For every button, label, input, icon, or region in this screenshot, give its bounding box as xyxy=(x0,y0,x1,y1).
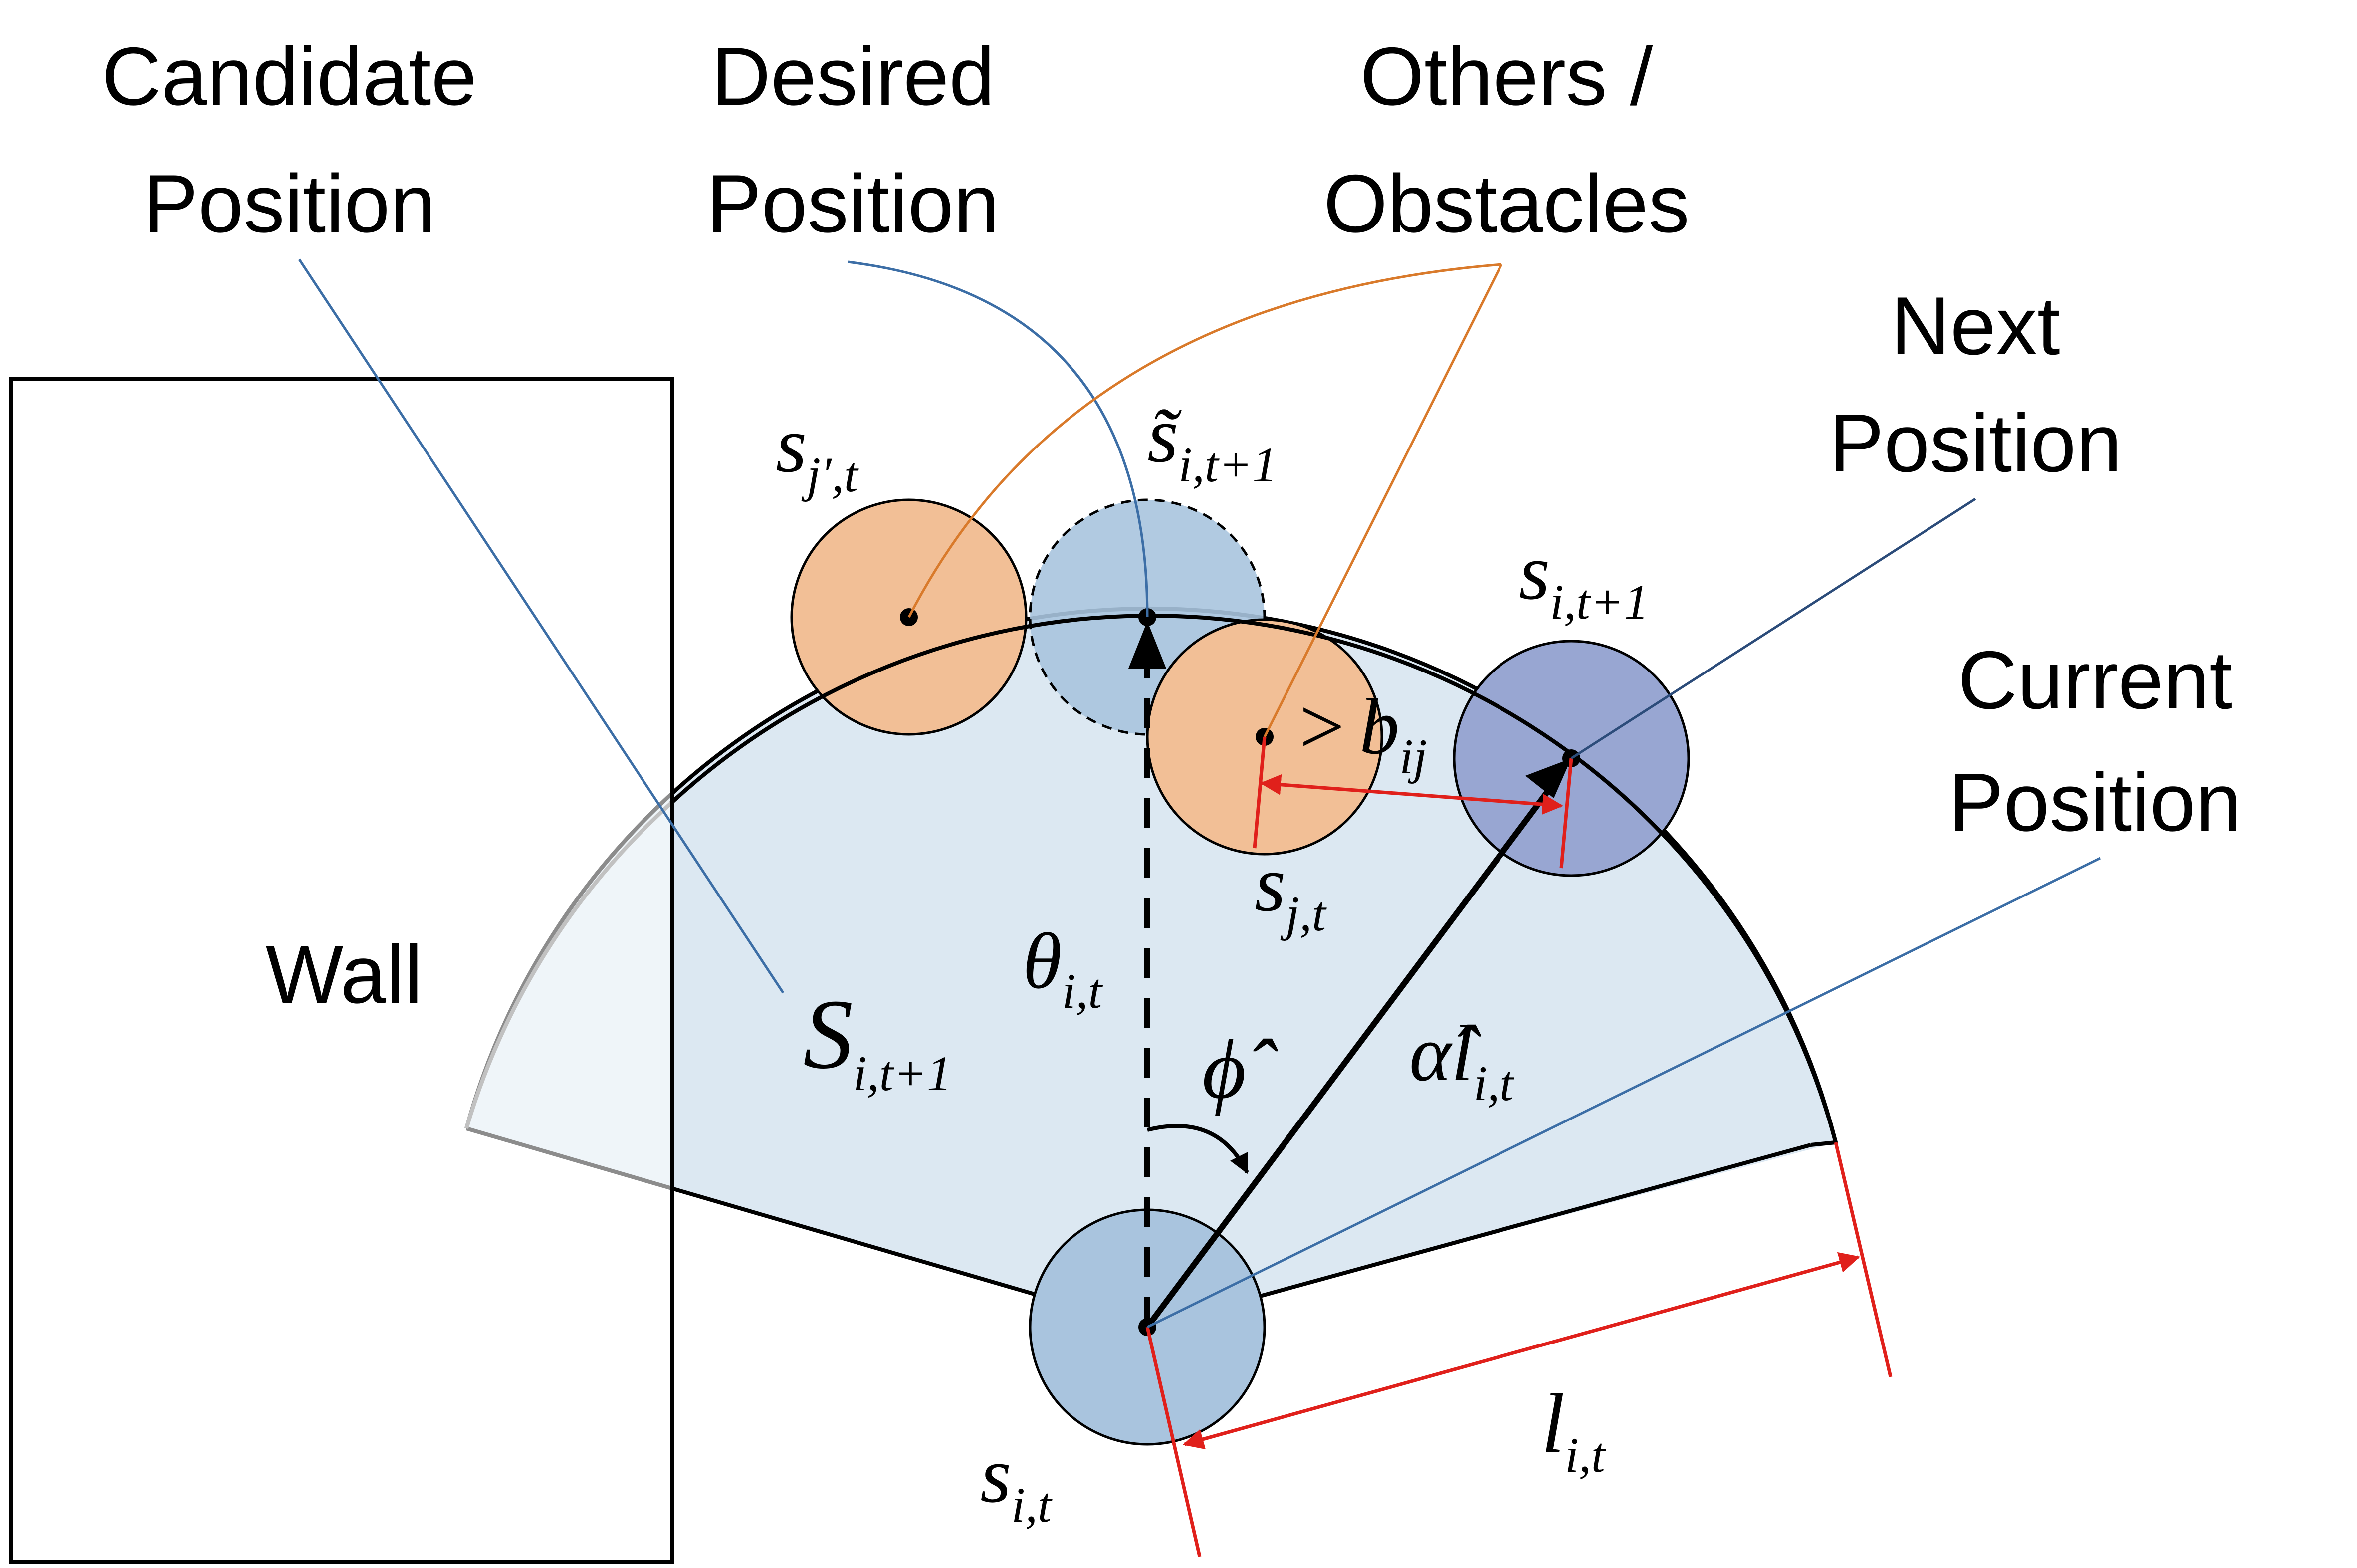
dimension-lit-tick-current xyxy=(1145,1327,1202,1557)
math-s-it: si,t xyxy=(980,1430,1053,1533)
math-theta: θi,t xyxy=(1023,916,1103,1019)
others-label-line1: Others / xyxy=(1360,30,1653,122)
distance-bij-arrow xyxy=(1260,774,1564,815)
distance-bij-tick-next xyxy=(1559,758,1573,869)
step-vector-arrow xyxy=(1145,781,1556,1329)
others-callout-line-j xyxy=(1263,263,1503,738)
phi-angle-arc xyxy=(1147,1124,1249,1174)
current-label-line2: Position xyxy=(1948,756,2241,848)
next-label-line1: Next xyxy=(1891,280,2060,372)
wall xyxy=(9,377,674,1564)
math-s-jprime-t: sj′,t xyxy=(776,400,859,502)
candidate-region-arc-top xyxy=(669,614,1838,1143)
next-callout-line xyxy=(1570,497,1976,760)
dimension-lit-arrow xyxy=(1182,1252,1861,1450)
desired-label-line2: Position xyxy=(706,158,999,249)
desired-direction-arrowhead xyxy=(1128,621,1166,669)
others-label-line2: Obstacles xyxy=(1323,158,1690,249)
dimension-lit-tick-boundary xyxy=(1834,1142,1893,1377)
wall-label: Wall xyxy=(266,928,423,1020)
math-s-tilde-next: s̃i,t+1 xyxy=(1147,390,1277,492)
math-l-it: li,t xyxy=(1541,1376,1606,1483)
current-label-line1: Current xyxy=(1958,634,2232,726)
candidate-label-line2: Position xyxy=(143,158,435,249)
math-S-next: Si,t+1 xyxy=(803,979,952,1101)
math-alpha-l: α̂li,t xyxy=(1409,1009,1514,1111)
math-gt-bij: >bij xyxy=(1299,682,1427,784)
distance-bij-tick-j xyxy=(1253,736,1267,849)
next-label-line2: Position xyxy=(1829,397,2122,489)
math-s-j-t: sj,t xyxy=(1255,839,1327,941)
others-callout-line-jprime xyxy=(907,263,1502,618)
candidate-label-line1: Candidate xyxy=(102,30,477,122)
candidate-callout-line xyxy=(298,258,785,994)
desired-callout-line xyxy=(848,260,1149,618)
math-s-next: si,t+1 xyxy=(1519,527,1649,630)
desired-label-line1: Desired xyxy=(711,30,995,122)
current-callout-line xyxy=(1146,857,2101,1329)
